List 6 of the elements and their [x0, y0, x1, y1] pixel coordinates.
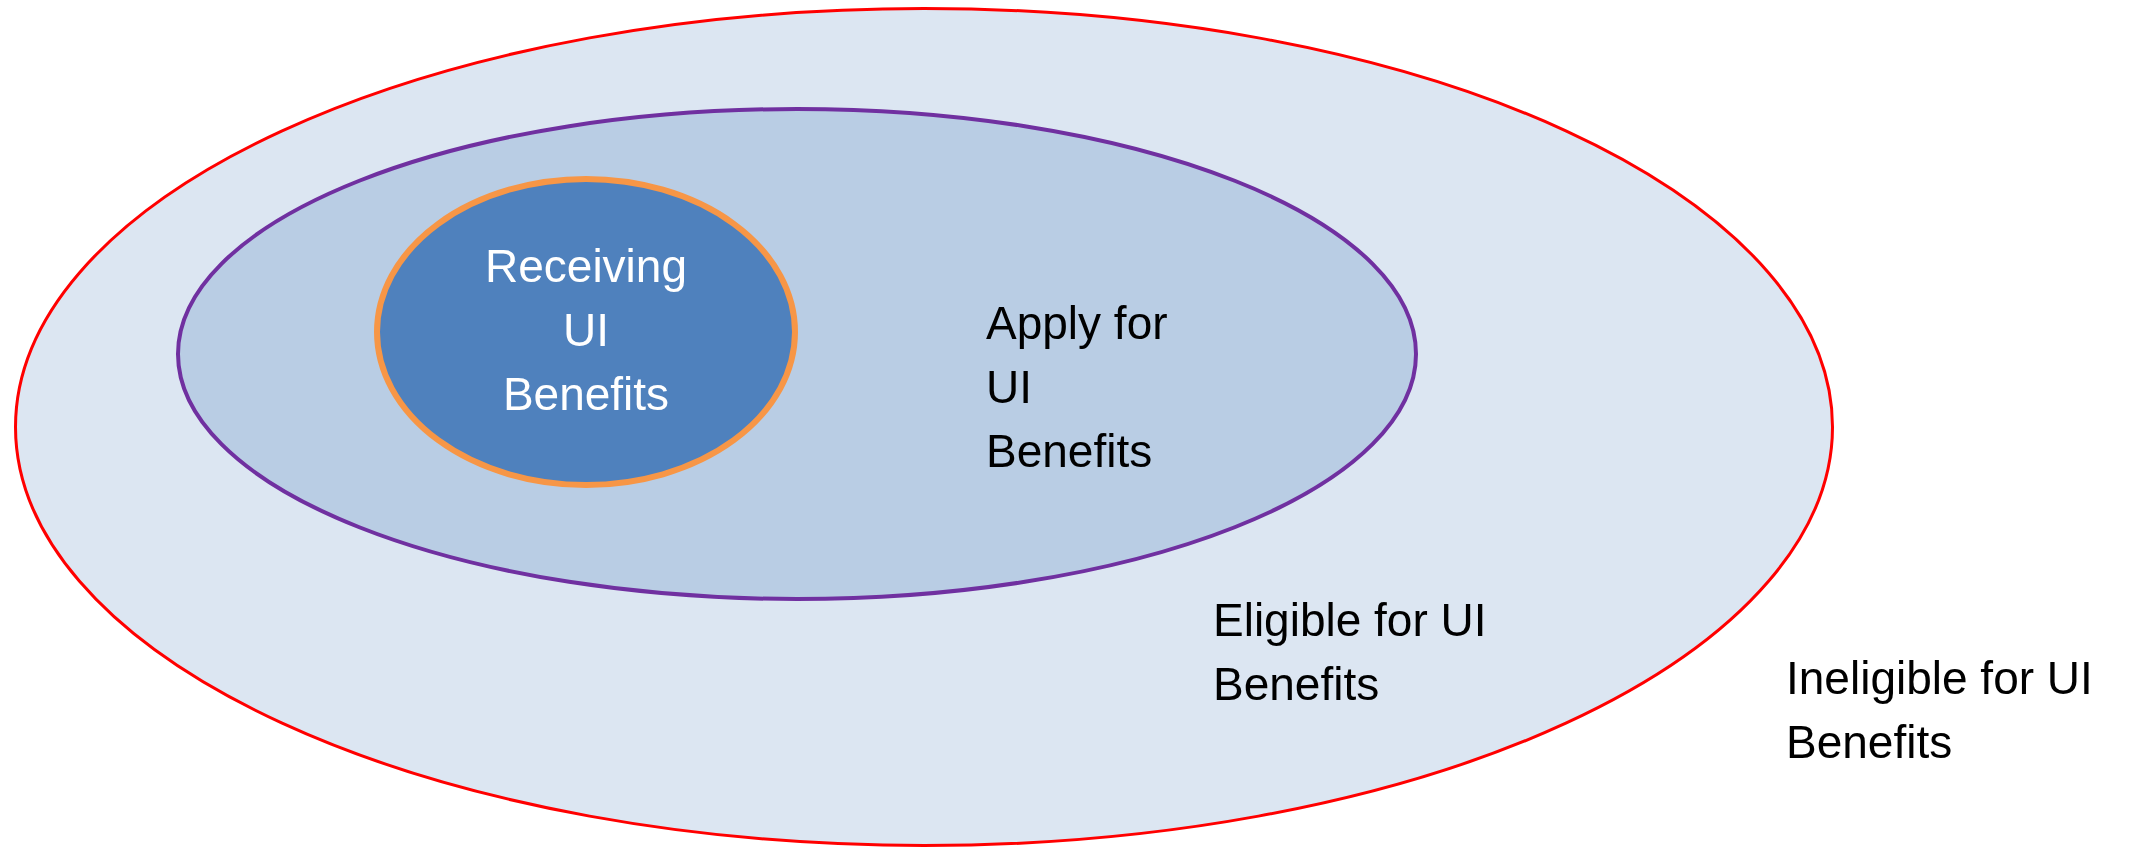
- ellipse-region: [176, 107, 1418, 601]
- region-label: Ineligible for UI Benefits: [1786, 651, 2094, 770]
- region-label: Apply for UI Benefits: [986, 296, 1169, 479]
- ellipse-region: [374, 176, 798, 488]
- region-label: Eligible for UI Benefits: [1213, 593, 1488, 712]
- region-label: Receiving UI Benefits: [484, 239, 688, 422]
